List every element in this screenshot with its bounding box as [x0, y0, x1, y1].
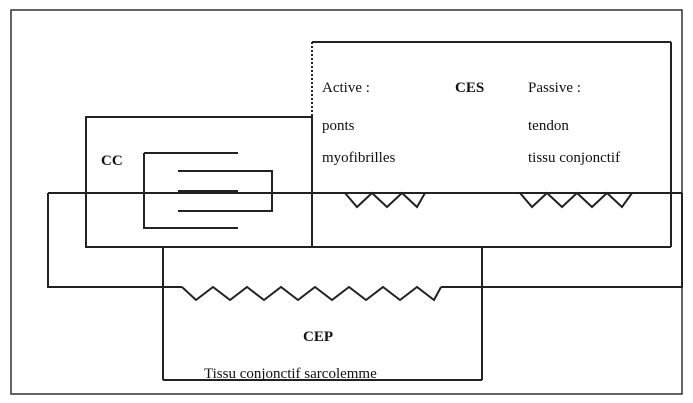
ces-active-line2: myofibrilles	[322, 150, 395, 166]
cc-contractile-symbol	[143, 152, 273, 229]
figure-frame	[10, 9, 683, 395]
ces-title: CES	[455, 80, 484, 96]
loop-wire-left	[47, 193, 182, 288]
ces-passive-line2: tissu conjonctif	[528, 150, 620, 166]
ces-active-label: Active :	[322, 80, 370, 96]
ces-passive-line1: tendon	[528, 118, 569, 134]
cep-box	[162, 247, 483, 381]
ces-active-line1: ponts	[322, 118, 355, 134]
ces-box	[311, 41, 672, 248]
ces-passive-label: Passive :	[528, 80, 581, 96]
cep-title: CEP	[303, 329, 333, 345]
cep-spring	[181, 285, 442, 302]
loop-wire-right	[441, 193, 683, 288]
cc-label: CC	[101, 153, 123, 169]
ces-active-spring	[344, 191, 426, 209]
ces-passive-spring	[519, 191, 633, 209]
cep-caption: Tissu conjonctif sarcolemme	[204, 366, 377, 382]
